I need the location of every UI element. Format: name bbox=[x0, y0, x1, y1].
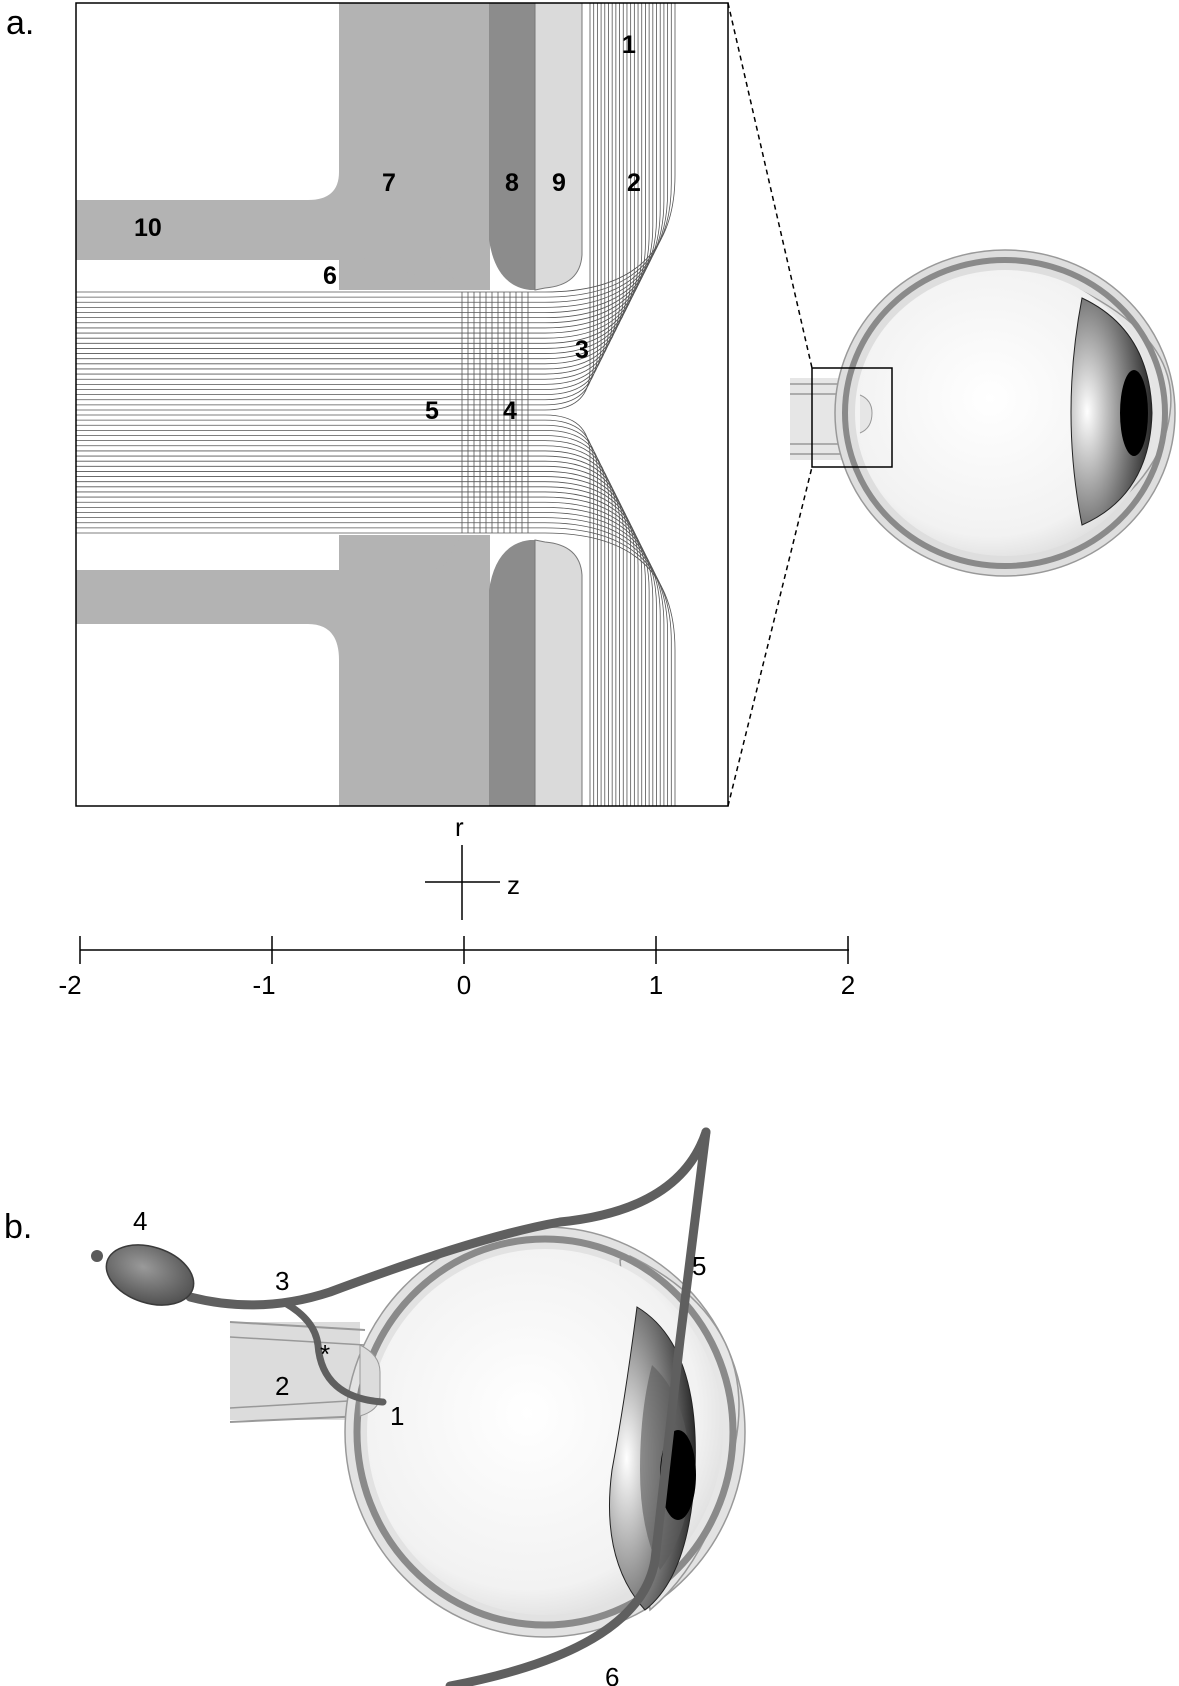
cross-section-body bbox=[76, 3, 728, 806]
region-label-4: 4 bbox=[503, 397, 517, 425]
fiber-lower bbox=[76, 450, 617, 806]
bulb-4 bbox=[105, 1244, 195, 1306]
fiber-upper bbox=[76, 3, 602, 396]
zoom-line-bottom bbox=[727, 466, 813, 807]
label-2: 2 bbox=[275, 1371, 289, 1401]
fiber-upper bbox=[76, 3, 628, 360]
fiber-lower bbox=[76, 527, 672, 806]
axis-z-label: z bbox=[507, 870, 520, 900]
region-label-10: 10 bbox=[134, 214, 162, 242]
region-9-lower bbox=[534, 539, 583, 806]
vessel-5-6 bbox=[445, 1127, 711, 1686]
region-8-lower bbox=[489, 540, 535, 806]
zoom-box bbox=[811, 367, 893, 468]
nerve-fiber-lines bbox=[76, 3, 676, 806]
fiber-lower bbox=[76, 440, 609, 806]
label-6: 6 bbox=[605, 1662, 619, 1686]
fiber-lower bbox=[76, 506, 657, 806]
vessel-1 bbox=[281, 1299, 387, 1406]
region-label-6: 6 bbox=[323, 262, 337, 290]
choroid bbox=[353, 1235, 737, 1629]
fiber-lower bbox=[76, 486, 643, 806]
region-label-7: 7 bbox=[382, 169, 396, 197]
fiber-lower bbox=[76, 460, 624, 806]
fiber-upper bbox=[76, 3, 617, 375]
region-9-upper bbox=[534, 3, 583, 291]
scale-tick-label-3: 0 bbox=[457, 970, 471, 1000]
region-label-1: 1 bbox=[622, 31, 636, 59]
fiber-upper bbox=[76, 3, 661, 313]
vessel-3 bbox=[185, 1127, 711, 1310]
fiber-upper bbox=[76, 3, 632, 354]
fiber-upper bbox=[76, 3, 624, 365]
fiber-upper bbox=[76, 3, 657, 319]
fiber-lower bbox=[76, 414, 591, 806]
fiber-lower bbox=[76, 445, 613, 806]
fiber-upper bbox=[76, 3, 676, 293]
scale-tick-label-1: -2 bbox=[58, 970, 81, 1000]
label-3: 3 bbox=[275, 1266, 289, 1296]
optic-nerve bbox=[230, 1322, 360, 1420]
fiber-lower bbox=[76, 532, 676, 806]
fiber-upper bbox=[76, 3, 646, 334]
region-label-5: 5 bbox=[425, 397, 439, 425]
region-label-3: 3 bbox=[575, 336, 589, 364]
fiber-upper bbox=[76, 3, 613, 380]
region-8-upper bbox=[489, 3, 535, 290]
eye-overview bbox=[790, 249, 1176, 577]
asterisk-marker: * bbox=[320, 1339, 330, 1369]
scale-tick-label-2: -1 bbox=[252, 970, 275, 1000]
cross-section-frame bbox=[75, 2, 729, 807]
region-label-9: 9 bbox=[552, 169, 566, 197]
region-10-lower bbox=[76, 535, 490, 660]
fiber-lower bbox=[76, 419, 595, 806]
scale-ticks: -2 -1 0 1 2 bbox=[58, 936, 855, 1000]
scale-tick-label-4: 1 bbox=[649, 970, 663, 1000]
fiber-lower bbox=[76, 465, 628, 806]
fiber-upper bbox=[76, 3, 595, 406]
fiber-upper bbox=[76, 3, 609, 385]
region-label-2: 2 bbox=[627, 169, 641, 197]
fiber-lower bbox=[76, 481, 639, 806]
label-4: 4 bbox=[133, 1206, 147, 1236]
region-10-upper bbox=[76, 172, 339, 260]
zoom-line-top bbox=[727, 2, 813, 369]
panel-b-label: b. bbox=[4, 1208, 32, 1246]
label-1: 1 bbox=[390, 1401, 404, 1431]
fiber-upper bbox=[76, 3, 643, 339]
fiber-lower bbox=[76, 471, 632, 806]
fiber-upper bbox=[76, 3, 672, 298]
fiber-lower bbox=[76, 512, 661, 806]
scale-tick-label-5: 2 bbox=[841, 970, 855, 1000]
panel-b-eye-anatomy: 1 2 3 4 5 6 * bbox=[91, 1127, 746, 1686]
axis-r-label: r bbox=[455, 812, 464, 842]
fiber-lower bbox=[76, 429, 602, 806]
panel-a-label: a. bbox=[6, 4, 34, 42]
fiber-upper bbox=[76, 3, 598, 401]
region-label-8: 8 bbox=[505, 169, 519, 197]
fiber-lower bbox=[76, 424, 598, 806]
label-5: 5 bbox=[692, 1251, 706, 1281]
fiber-lower bbox=[76, 491, 646, 806]
fiber-upper bbox=[76, 3, 591, 411]
fiber-upper bbox=[76, 3, 639, 344]
panel-a-cross-section: 1 2 3 4 5 6 7 8 9 10 r z bbox=[58, 2, 1176, 1000]
